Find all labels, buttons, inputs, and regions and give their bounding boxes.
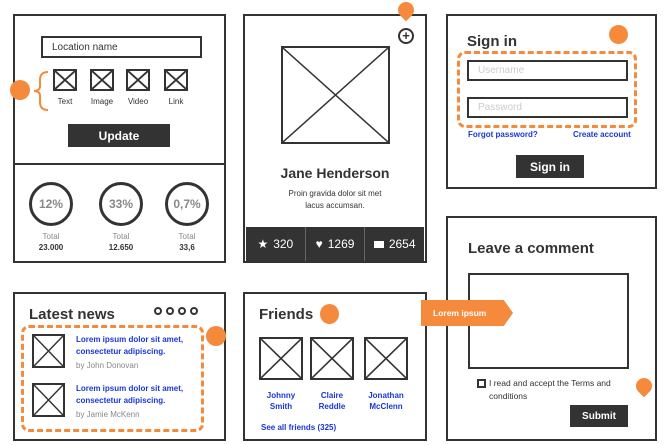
comments-count: 2654 (388, 237, 416, 251)
carousel-dots[interactable] (154, 307, 198, 315)
stars-stat[interactable]: ★ 320 (246, 227, 306, 261)
brace-annotation-icon (33, 71, 49, 111)
latest-news-panel: Latest news Lorem ipsum dolor sit amet, c… (13, 292, 226, 441)
news-headline[interactable]: consectetur adipiscing. (76, 347, 166, 356)
stat-label: Total (112, 232, 130, 241)
stars-count: 320 (273, 237, 294, 251)
stat-label: Total (42, 232, 60, 241)
stat-circle: 0,7% (165, 182, 209, 226)
stat-circle: 33% (99, 182, 143, 226)
friends-title: Friends (259, 306, 314, 323)
terms-label: I read and accept the Terms and condition… (489, 377, 611, 403)
signin-title: Sign in (467, 33, 517, 50)
news-thumbnail (32, 383, 65, 417)
location-input[interactable]: Location name (41, 36, 202, 58)
friend-avatar[interactable] (364, 337, 408, 380)
annotation-dot (10, 80, 30, 100)
terms-text: I read and accept the Terms and (489, 378, 611, 388)
profile-card: Jane Henderson Proin gravida dolor sit m… (243, 14, 427, 263)
stat-value: 12.650 (108, 243, 134, 252)
friend-last-name[interactable]: Smith (269, 402, 293, 411)
type-option-video[interactable]: Video (126, 69, 152, 106)
annotation-tag: Lorem ipsum (421, 300, 513, 326)
news-thumbnail (32, 334, 65, 368)
type-option-text[interactable]: Text (53, 69, 79, 106)
annotation-dot (320, 304, 339, 324)
comment-icon (373, 240, 384, 248)
news-headline[interactable]: consectetur adipiscing. (76, 396, 166, 405)
heart-icon: ♥ (315, 237, 323, 251)
profile-image-placeholder (281, 46, 390, 144)
news-author: by Jamie McKenn (76, 410, 140, 419)
update-button[interactable]: Update (68, 124, 170, 147)
carousel-dot[interactable] (190, 307, 198, 315)
friend-avatar[interactable] (310, 337, 354, 380)
friend-last-name[interactable]: McClenn (369, 402, 403, 411)
carousel-dot[interactable] (166, 307, 174, 315)
terms-text: conditions (489, 391, 528, 401)
news-headline[interactable]: Lorem ipsum dolor sit amet, (76, 335, 184, 344)
friend-first-name[interactable]: Claire (320, 391, 344, 400)
create-account-link[interactable]: Create account (573, 130, 631, 139)
news-title: Latest news (29, 306, 115, 323)
comment-panel: Leave a comment I read and accept the Te… (446, 216, 657, 441)
profile-stats-bar: ★ 320 ♥ 1269 2654 (246, 227, 424, 261)
annotation-highlight (457, 51, 637, 128)
plus-circle-icon[interactable]: + (398, 28, 414, 44)
news-item[interactable]: Lorem ipsum dolor sit amet, consectetur a… (76, 383, 183, 421)
stat-value: 33,6 (179, 243, 195, 252)
news-item[interactable]: Lorem ipsum dolor sit amet, consectetur a… (76, 334, 183, 372)
friend-first-name[interactable]: Johnny (266, 391, 296, 400)
friend-avatar[interactable] (259, 337, 303, 380)
type-option-image[interactable]: Image (90, 69, 116, 106)
comments-stat[interactable]: 2654 (365, 227, 424, 261)
carousel-dot[interactable] (154, 307, 162, 315)
comment-title: Leave a comment (468, 240, 594, 257)
type-label: Link (168, 97, 184, 106)
profile-name: Jane Henderson (280, 165, 390, 181)
friend-last-name[interactable]: Reddle (318, 402, 346, 411)
password-input[interactable]: Password (467, 97, 628, 118)
profile-description: Proin gravida dolor sit met lacus accumsa… (245, 188, 425, 212)
submit-button[interactable]: Submit (570, 405, 628, 427)
news-headline[interactable]: Lorem ipsum dolor sit amet, (76, 384, 184, 393)
description-line: lacus accumsan. (305, 201, 365, 210)
signin-button[interactable]: Sign in (516, 155, 584, 178)
description-line: Proin gravida dolor sit met (288, 189, 382, 198)
forgot-password-link[interactable]: Forgot password? (468, 130, 538, 139)
stat-label: Total (178, 232, 196, 241)
annotation-highlight (21, 325, 204, 432)
carousel-dot[interactable] (178, 307, 186, 315)
friend-first-name[interactable]: Jonathan (368, 391, 404, 400)
type-label: Text (57, 97, 73, 106)
stat-value: 23.000 (38, 243, 64, 252)
terms-checkbox[interactable] (477, 379, 486, 388)
annotation-dot (609, 25, 628, 44)
see-all-friends-link[interactable]: See all friends (325) (261, 423, 337, 432)
likes-stat[interactable]: ♥ 1269 (306, 227, 366, 261)
type-label: Image (90, 97, 114, 106)
username-input[interactable]: Username (467, 60, 628, 81)
type-label: Video (127, 97, 149, 106)
star-icon: ★ (257, 237, 269, 251)
likes-count: 1269 (327, 237, 355, 251)
annotation-dot (206, 326, 226, 346)
stat-circle: 12% (29, 182, 73, 226)
post-composer-panel: Location name Text Image Video Link Upda… (13, 14, 226, 263)
divider (15, 163, 224, 165)
news-author: by John Donovan (76, 361, 139, 370)
type-option-link[interactable]: Link (164, 69, 190, 106)
